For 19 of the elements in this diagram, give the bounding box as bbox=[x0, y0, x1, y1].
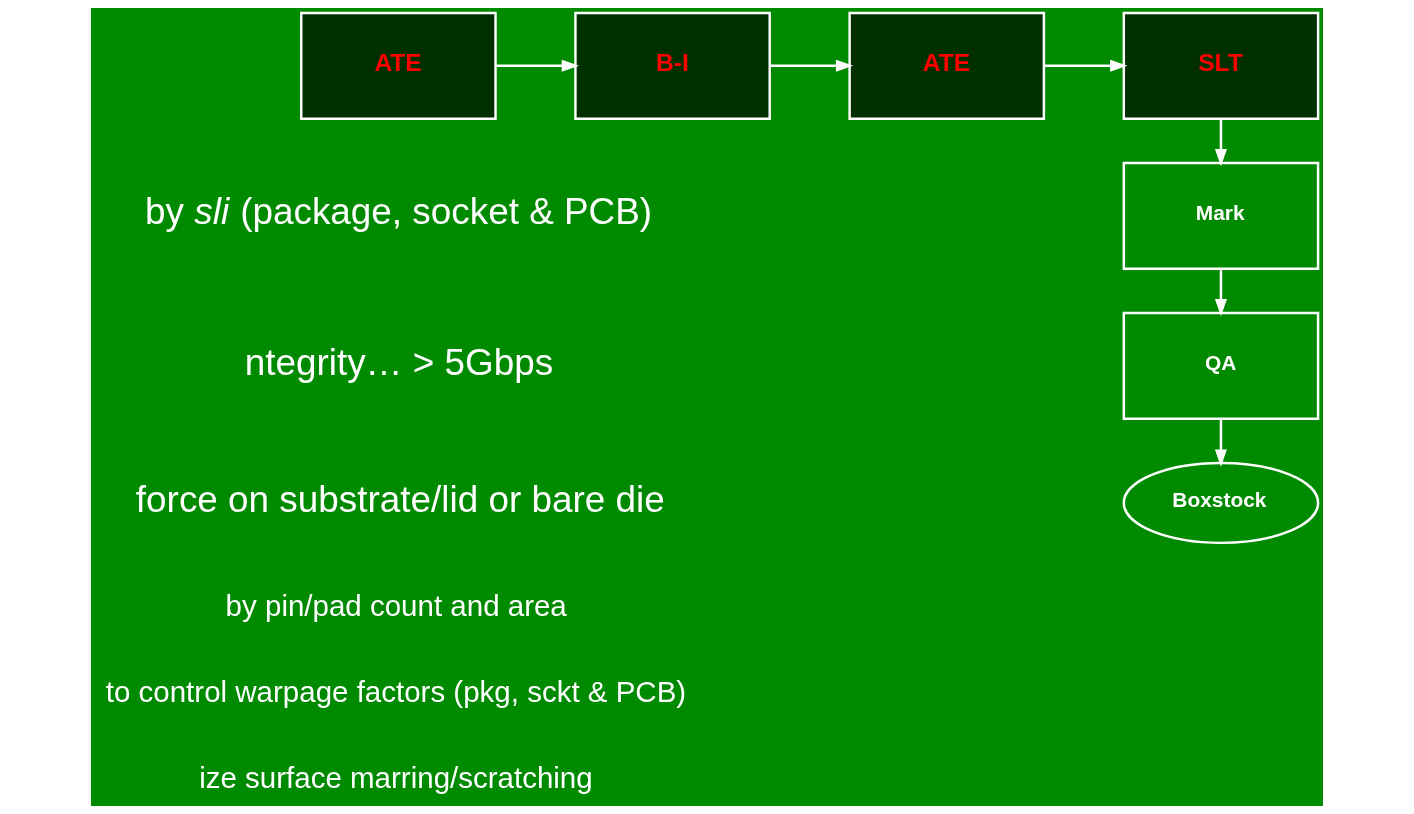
node-ellipse: Boxstock bbox=[1122, 461, 1320, 545]
node-box: SLT bbox=[1122, 11, 1320, 120]
node-box: ATE bbox=[300, 11, 497, 120]
arrow bbox=[1214, 119, 1227, 167]
node-box: Mark bbox=[1122, 161, 1320, 270]
label: force on substrate/lid or bare die bbox=[135, 479, 665, 521]
arrow bbox=[495, 59, 579, 72]
label: ize surface marring/scratching bbox=[199, 760, 593, 794]
node-box: QA bbox=[1122, 311, 1320, 420]
arrow bbox=[1214, 418, 1227, 467]
label: to control warpage factors (pkg, sckt & PCB) bbox=[105, 674, 687, 708]
label: by pin/pad count and area bbox=[225, 588, 567, 622]
label: ntegrity… > 5Gbps bbox=[244, 342, 554, 384]
arrow bbox=[1044, 59, 1128, 72]
arrow bbox=[770, 59, 854, 72]
arrow bbox=[1214, 269, 1227, 317]
label: by sli (package, socket & PCB) bbox=[145, 190, 653, 232]
node-box: B-I bbox=[574, 11, 771, 120]
node-box: ATE bbox=[848, 11, 1046, 120]
